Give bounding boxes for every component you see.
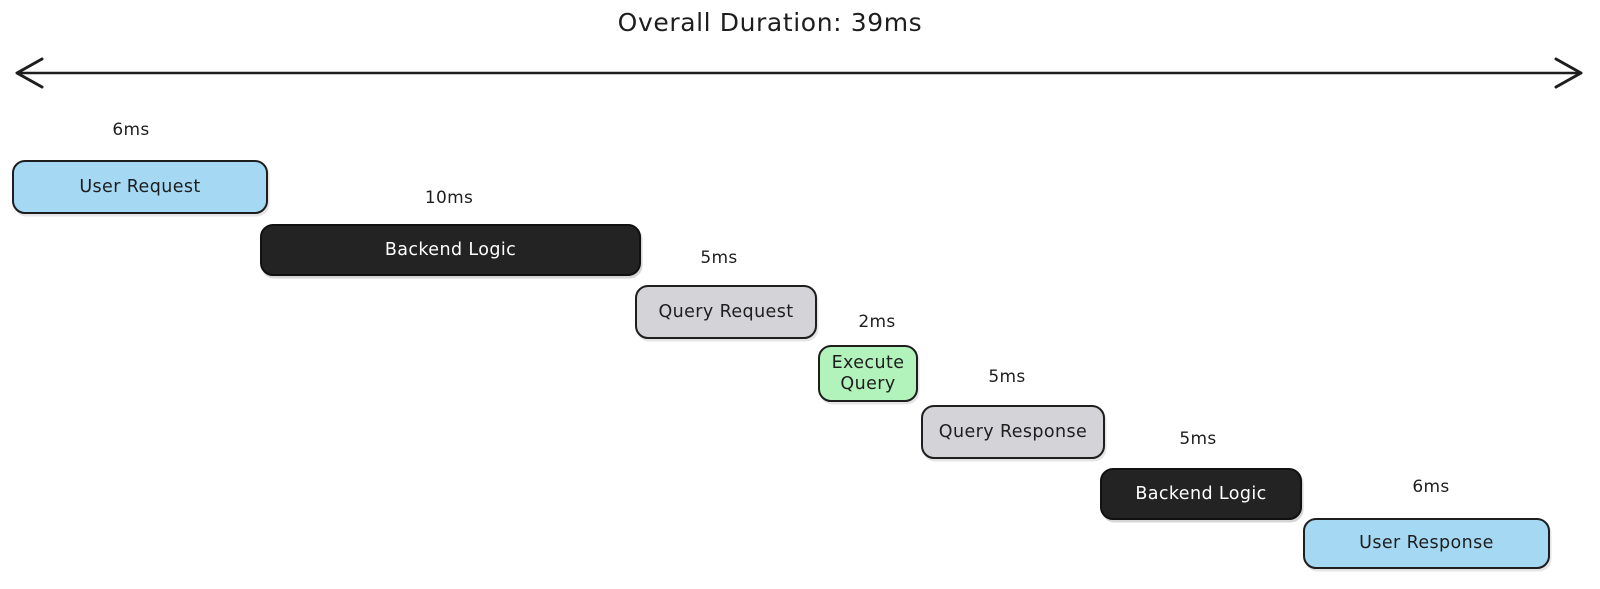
page-title: Overall Duration: 39ms [617,8,923,37]
stage-duration-label: 2ms [858,312,896,332]
stage-duration-label: 5ms [988,367,1026,387]
stage-box[interactable]: Query Response [921,405,1105,459]
stage-duration-label: 5ms [700,248,738,268]
stage-box[interactable]: Backend Logic [1100,468,1302,520]
stage-duration-label: 5ms [1179,429,1217,449]
stage-box[interactable]: Query Request [635,285,817,339]
stage-box[interactable]: User Response [1303,518,1550,569]
stage-duration-label: 6ms [112,120,150,140]
stage-box[interactable]: Backend Logic [260,224,641,276]
duration-axis-arrow [15,57,1583,89]
stage-duration-label: 6ms [1412,477,1450,497]
stage-duration-label: 10ms [424,188,474,208]
stage-box[interactable]: Execute Query [818,345,918,402]
stage-box[interactable]: User Request [12,160,268,214]
